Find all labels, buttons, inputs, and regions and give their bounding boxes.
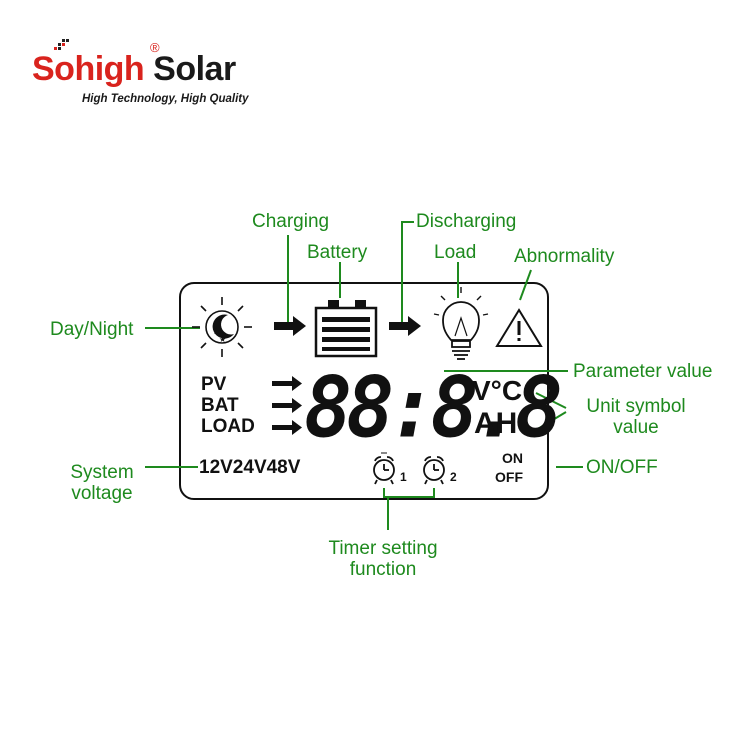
label-day-night: Day/Night: [50, 319, 134, 340]
label-charging: Charging: [252, 211, 330, 232]
label-timer-line2: function: [349, 559, 417, 580]
light-bulb-icon: [433, 287, 489, 360]
day-night-icon: ★ ★: [192, 297, 252, 357]
label-timer-setting: Timer setting function: [314, 538, 452, 580]
lcd-on-label: ON: [502, 450, 523, 466]
lcd-system-voltages: 12V24V48V: [199, 457, 301, 478]
svg-text:★: ★: [212, 326, 221, 337]
label-abnormality: Abnormality: [514, 246, 615, 267]
battery-icon: [314, 300, 378, 358]
label-unit-symbol-line1: Unit symbol: [586, 396, 686, 417]
brand-logo: Sohigh Solar: [32, 52, 236, 86]
lcd-off-label: OFF: [495, 469, 523, 485]
right-arrow-icon-discharging: [389, 316, 421, 336]
label-unit-symbol-line2: value: [613, 417, 659, 438]
right-arrow-icon-charging: [274, 316, 306, 336]
label-system-voltage-line2: voltage: [71, 483, 133, 504]
label-on-off: ON/OFF: [586, 457, 658, 478]
logo-mark-icon: [54, 39, 69, 50]
leader-abnormality: [519, 269, 532, 301]
leader-timer: [383, 488, 435, 498]
label-battery: Battery: [307, 242, 368, 263]
lcd-frame: [179, 282, 549, 500]
label-system-voltage: System voltage: [58, 462, 146, 504]
lcd-timer1-index: 1: [400, 470, 407, 484]
leader-discharging: [401, 221, 414, 322]
lcd-unit-bottom: AH: [474, 407, 518, 440]
label-unit-symbol: Unit symbol value: [574, 396, 698, 438]
label-timer-line1: Timer setting: [328, 538, 438, 559]
alarm-clock-icon-2: [423, 456, 445, 485]
brand-name-part2: Solar: [153, 50, 236, 88]
svg-text:★: ★: [219, 335, 226, 344]
lcd-row-bat: BAT: [201, 395, 239, 416]
leader-unit-bottom: [535, 411, 567, 431]
brand-name-part1: Sohigh: [32, 50, 145, 88]
brand-slogan: High Technology, High Quality: [82, 93, 249, 105]
lcd-row-load: LOAD: [201, 416, 255, 437]
label-system-voltage-line1: System: [70, 462, 134, 483]
leader-unit-top: [535, 392, 567, 409]
label-load: Load: [434, 242, 477, 263]
label-parameter-value: Parameter value: [573, 361, 713, 382]
lcd-timer2-index: 2: [450, 470, 457, 484]
lcd-row-pv: PV: [201, 374, 227, 395]
registered-mark: ®: [150, 40, 160, 55]
warning-triangle-icon: [495, 308, 543, 347]
lcd-parameter-digits: 88:8.8: [304, 358, 563, 457]
alarm-clock-icon-1: [373, 452, 395, 485]
label-discharging: Discharging: [416, 211, 517, 232]
lcd-unit-top: V°C: [472, 375, 523, 406]
right-arrow-icon-rows: [272, 376, 302, 435]
